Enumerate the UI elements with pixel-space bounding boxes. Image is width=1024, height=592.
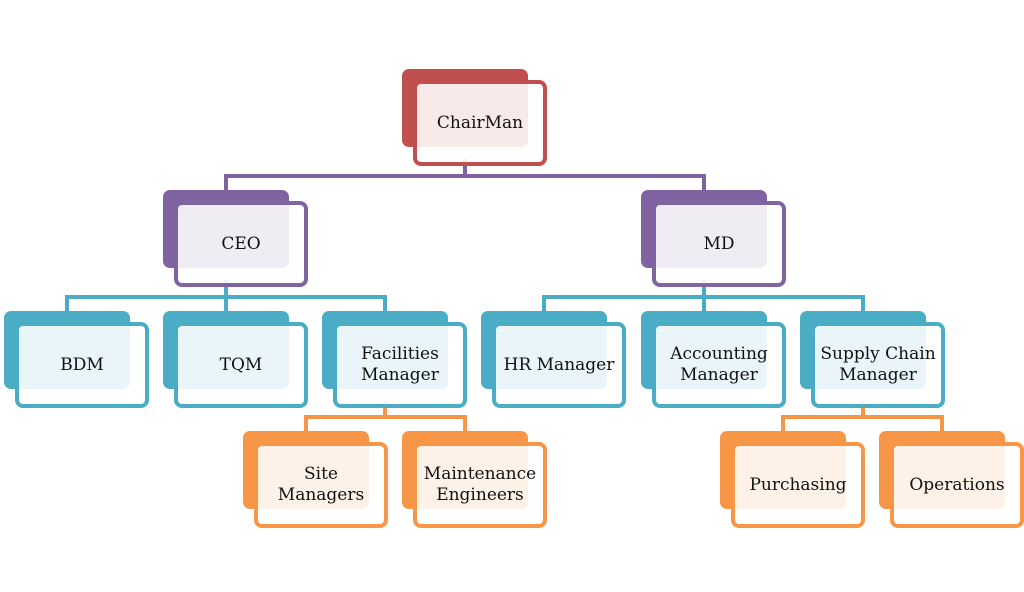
node-label: CEO xyxy=(221,233,261,254)
node-label: Maintenance Engineers xyxy=(423,464,537,505)
node-label: Supply Chain Manager xyxy=(820,344,936,385)
node-label: HR Manager xyxy=(503,354,615,375)
node-box: Site Managers xyxy=(254,442,388,528)
node-label: TQM xyxy=(219,354,263,375)
node-label: Accounting Manager xyxy=(670,344,768,385)
node-label: MD xyxy=(703,233,735,254)
node-box: BDM xyxy=(15,322,149,408)
node-box: Operations xyxy=(890,442,1024,528)
node-box: MD xyxy=(652,201,786,287)
node-label: Operations xyxy=(909,474,1005,495)
node-label: Facilities Manager xyxy=(361,344,439,385)
node-box: TQM xyxy=(174,322,308,408)
node-label: ChairMan xyxy=(436,112,524,133)
node-box: HR Manager xyxy=(492,322,626,408)
node-box: Maintenance Engineers xyxy=(413,442,547,528)
node-box: Supply Chain Manager xyxy=(811,322,945,408)
node-box: Facilities Manager xyxy=(333,322,467,408)
node-box: CEO xyxy=(174,201,308,287)
node-label: BDM xyxy=(60,354,104,375)
node-label: Purchasing xyxy=(749,474,847,495)
node-box: ChairMan xyxy=(413,80,547,166)
node-box: Purchasing xyxy=(731,442,865,528)
node-box: Accounting Manager xyxy=(652,322,786,408)
node-label: Site Managers xyxy=(277,464,365,505)
